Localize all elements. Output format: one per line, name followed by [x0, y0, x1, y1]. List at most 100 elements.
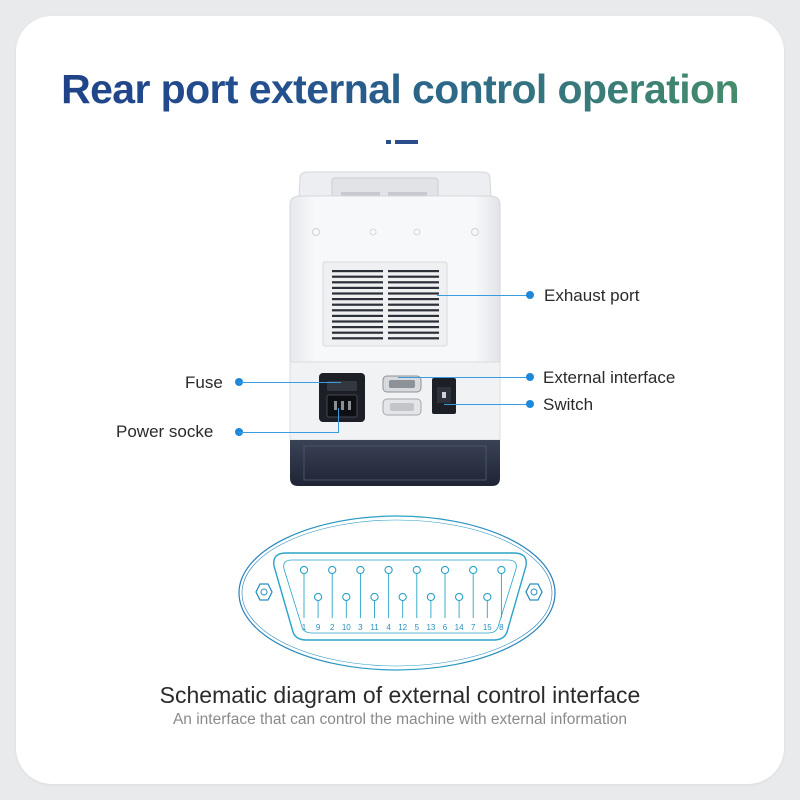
- right-mounting-hole: [530, 588, 538, 596]
- vent-slot: [388, 337, 439, 340]
- pin-number-label: 12: [398, 623, 407, 632]
- power-switch-indicator: [442, 392, 446, 398]
- vent-slot: [388, 314, 439, 317]
- vent-slot: [332, 331, 383, 334]
- pin-contact: [384, 565, 393, 575]
- base-trim: [303, 445, 487, 481]
- vent-slot: [388, 303, 439, 306]
- vent-slot: [388, 281, 439, 284]
- vent-slot: [332, 309, 383, 312]
- pin-number-label: 4: [386, 623, 391, 632]
- vent-slot: [388, 286, 439, 289]
- underline-dot: [386, 140, 391, 144]
- pin-contact: [483, 592, 492, 602]
- vent-slot: [332, 298, 383, 301]
- switch-marker: [526, 400, 534, 408]
- inlet-pin: [348, 401, 351, 410]
- pin-number-label: 14: [455, 623, 464, 632]
- pin-contact: [454, 592, 464, 602]
- vent-slot: [332, 303, 383, 306]
- fuse-holder: [327, 381, 357, 391]
- pin-contact: [497, 565, 506, 575]
- exhaust-grille-vents: [332, 270, 439, 340]
- page-title: Rear port external control operation: [0, 66, 800, 113]
- switch-label: Switch: [543, 395, 594, 414]
- underline-bar: [395, 140, 418, 144]
- pin-number-label: 6: [443, 623, 448, 632]
- exhaust-port-label: Exhaust port: [544, 286, 640, 305]
- screw-hole: [369, 228, 377, 236]
- connector-outer-ring: [238, 515, 556, 671]
- pin-contact: [328, 565, 337, 575]
- screw-hole: [413, 228, 421, 236]
- left-mounting-hole: [260, 588, 268, 596]
- pin-contact: [299, 565, 309, 575]
- inlet-pin: [341, 401, 344, 410]
- pin-contact: [440, 565, 450, 575]
- vent-slot: [388, 270, 439, 273]
- pin-number-label: 8: [499, 623, 504, 632]
- vent-slot: [332, 270, 383, 273]
- vent-slot: [388, 275, 439, 278]
- pin-contact: [412, 565, 421, 575]
- vent-slot: [388, 309, 439, 312]
- vent-slot: [332, 337, 383, 340]
- exhaust-port-marker: [526, 291, 534, 299]
- pin-contact: [370, 592, 379, 602]
- connector-outer-ring-inner: [241, 519, 553, 667]
- vent-slot: [388, 320, 439, 323]
- external-interface-marker: [526, 373, 534, 381]
- vent-slot: [388, 298, 439, 301]
- device-base: [290, 440, 500, 486]
- inlet-pin: [334, 401, 337, 410]
- secondary-port-pins: [390, 403, 414, 411]
- pin-contact: [356, 565, 365, 575]
- diagram-subcaption: An interface that can control the machin…: [172, 711, 628, 728]
- vent-slot: [388, 292, 439, 295]
- vent-slot: [332, 281, 383, 284]
- vent-slot: [332, 320, 383, 323]
- pin-number-label: 9: [316, 623, 321, 632]
- vent-slot: [388, 326, 439, 329]
- diagram-caption: Schematic diagram of external control in…: [159, 682, 641, 708]
- pin-contact: [426, 592, 436, 602]
- device-rear-view: [289, 171, 501, 486]
- right-mounting-hex: [525, 583, 543, 601]
- external-interface-label: External interface: [543, 368, 676, 387]
- external-interface-pins: [389, 380, 415, 388]
- pin-contact: [469, 565, 478, 575]
- pin-number-label: 3: [358, 623, 363, 632]
- vent-slot: [332, 275, 383, 278]
- connector-shell-inner: [283, 559, 517, 634]
- vent-slot: [332, 326, 383, 329]
- pin-contact: [342, 592, 351, 602]
- vent-slot: [332, 286, 383, 289]
- pin-number-label: 7: [471, 623, 476, 632]
- fuse-label: Fuse: [185, 373, 223, 392]
- external-interface-leader: [398, 377, 529, 378]
- vent-slot: [332, 314, 383, 317]
- pin-contact: [398, 592, 407, 602]
- power-socket-leader-vertical: [338, 408, 339, 432]
- pin-number-label: 13: [426, 623, 435, 632]
- power-socket-label: Power socke: [116, 422, 214, 441]
- screw-hole: [312, 228, 320, 236]
- pin-number-label: 15: [483, 623, 492, 632]
- power-socket-leader: [239, 432, 339, 433]
- title-underline-decoration: [386, 140, 418, 144]
- pin-contact: [313, 592, 323, 602]
- left-mounting-hex: [255, 583, 273, 601]
- fuse-leader: [239, 382, 341, 383]
- exhaust-port-leader: [437, 295, 529, 296]
- pin-number-label: 1: [302, 623, 307, 632]
- switch-leader: [444, 404, 529, 405]
- pin-number-label: 2: [330, 623, 335, 632]
- vent-slot: [388, 331, 439, 334]
- pin-number-label: 11: [370, 623, 379, 632]
- screw-hole: [471, 228, 479, 236]
- pin-number-label: 5: [415, 623, 420, 632]
- pin-number-label: 10: [342, 623, 351, 632]
- vent-slot: [332, 292, 383, 295]
